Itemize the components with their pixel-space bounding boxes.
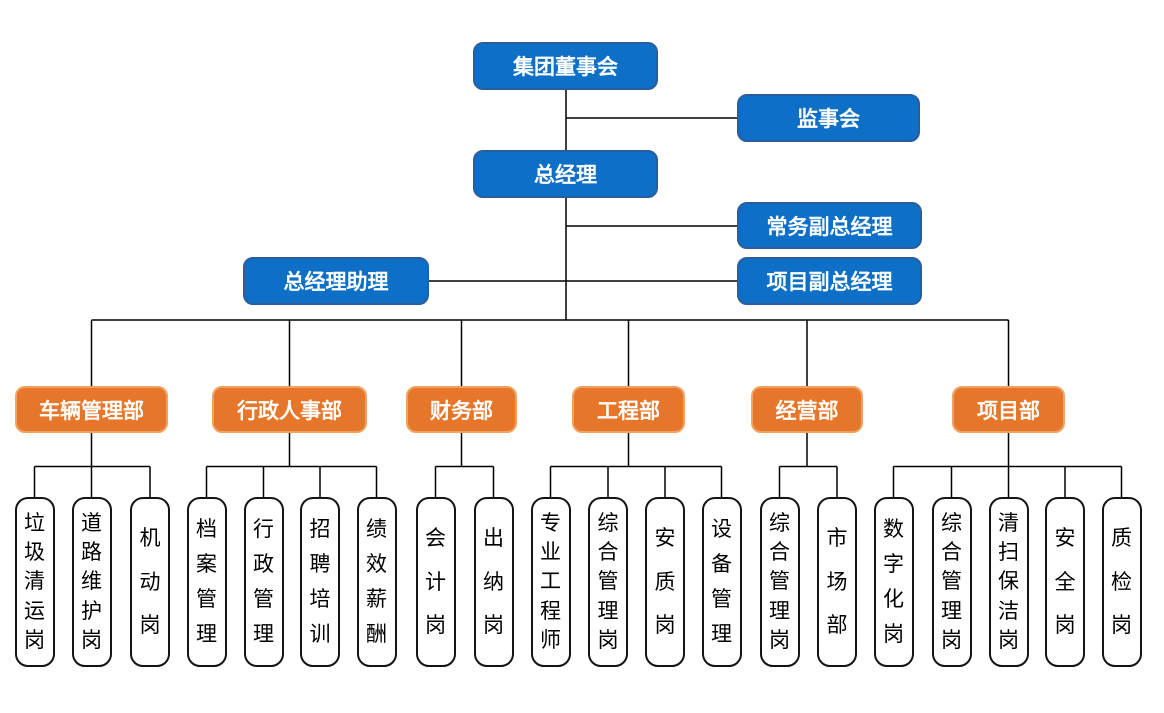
- position-node: 道路维护岗: [71, 497, 112, 667]
- position-node: 综合管理岗: [588, 497, 628, 667]
- position-node: 专业工程师: [530, 497, 571, 667]
- position-node: 清扫保洁岗: [988, 497, 1029, 667]
- position-node: 行政管理: [243, 497, 284, 667]
- node-project-deputy-general-manager: 项目副总经理: [737, 257, 922, 305]
- node-general-manager: 总经理: [473, 150, 658, 198]
- dept-engineering: 工程部: [572, 386, 685, 433]
- position-node: 安质岗: [645, 497, 685, 667]
- position-node: 档案管理: [186, 497, 227, 667]
- position-node: 设备管理: [701, 497, 742, 667]
- dept-finance: 财务部: [406, 386, 517, 433]
- node-general-manager-assistant: 总经理助理: [243, 257, 429, 305]
- position-node: 绩效薪酬: [356, 497, 397, 667]
- position-node: 质检岗: [1101, 497, 1142, 667]
- position-node: 出纳岗: [473, 497, 514, 667]
- position-node: 会计岗: [415, 497, 456, 667]
- position-node: 综合管理岗: [931, 497, 972, 667]
- position-node: 垃圾清运岗: [14, 497, 55, 667]
- position-node: 数字化岗: [873, 497, 914, 667]
- dept-admin-hr: 行政人事部: [212, 386, 367, 433]
- dept-project: 项目部: [952, 386, 1065, 433]
- position-node: 综合管理岗: [759, 497, 800, 667]
- dept-vehicle-management: 车辆管理部: [15, 386, 168, 433]
- node-supervisory-board: 监事会: [737, 94, 920, 142]
- position-node: 安全岗: [1045, 497, 1085, 667]
- dept-operations: 经营部: [751, 386, 863, 433]
- node-group-board-of-directors: 集团董事会: [473, 42, 658, 90]
- position-node: 机动岗: [130, 497, 170, 667]
- position-node: 招聘培训: [300, 497, 340, 667]
- position-node: 市场部: [817, 497, 857, 667]
- node-executive-deputy-general-manager: 常务副总经理: [737, 202, 922, 249]
